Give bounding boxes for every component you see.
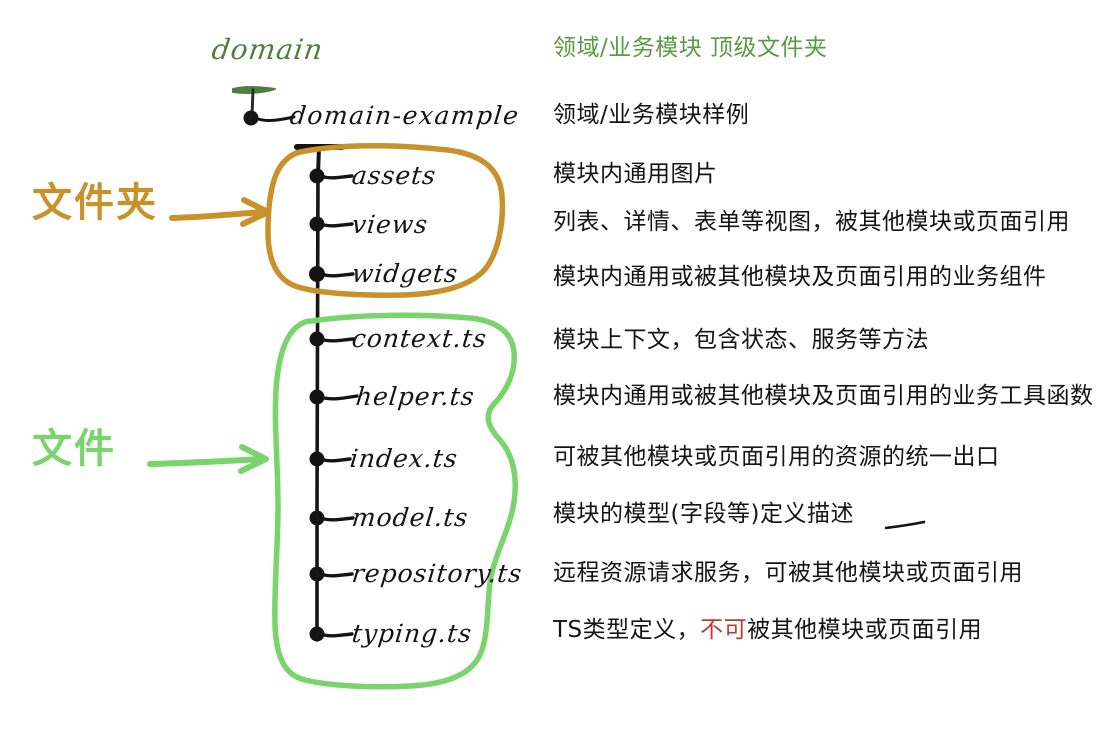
file-legend-arrow [147,444,269,474]
tree-node-views[interactable]: views [350,210,430,239]
legend-file-label: 文件 [32,426,116,472]
annotation-repository-ts: 远程资源请求服务，可被其他模块或页面引用 [553,560,1023,586]
annotation-widgets: 模块内通用或被其他模块及页面引用的业务组件 [553,264,1047,290]
tree-node-helper-ts[interactable]: helper.ts [354,382,477,411]
trunk-cap [294,144,345,177]
tree-node-repository-ts[interactable]: repository.ts [350,559,524,588]
annotation-assets: 模块内通用图片 [553,161,718,187]
annotation-typing-highlight: 不可 [700,617,748,643]
annotation-typing-prefix: TS类型定义， [553,617,701,643]
annotation-views: 列表、详情、表单等视图，被其他模块或页面引用 [553,209,1070,235]
branch-connectors [309,168,359,642]
tree-node-model-ts[interactable]: model.ts [350,503,470,532]
tree-node-context-ts[interactable]: context.ts [350,324,489,353]
annotation-context-ts: 模块上下文，包含状态、服务等方法 [553,327,929,353]
domain-root-connector [232,86,276,118]
tree-root-label: domain-example [288,101,522,130]
annotation-typing-ts: TS类型定义，不可被其他模块或页面引用 [553,619,982,642]
annotation-typing-suffix: 被其他模块或页面引用 [747,617,983,643]
tree-title: domain [209,33,326,66]
tree-node-widgets[interactable]: widgets [350,259,460,288]
folder-legend-arrow [169,197,271,227]
tree-node-typing-ts[interactable]: typing.ts [350,619,474,648]
annotation-model-ts: 模块的模型(字段等)定义描述 [553,501,854,527]
legend-folder-label: 文件夹 [32,180,158,226]
annotation-root: 领域/业务模块样例 [553,102,750,128]
tree-node-assets[interactable]: assets [350,161,438,190]
tree-node-index-ts[interactable]: index.ts [348,444,460,473]
root-node-marker [243,110,296,126]
tree-trunk [315,168,320,642]
annotation-index-ts: 可被其他模块或页面引用的资源的统一出口 [553,444,1000,470]
annotation-title: 领域/业务模块 顶级文件夹 [553,35,828,61]
annotation-helper-ts: 模块内通用或被其他模块及页面引用的业务工具函数 [553,383,1094,409]
model-row-underline [884,520,926,530]
